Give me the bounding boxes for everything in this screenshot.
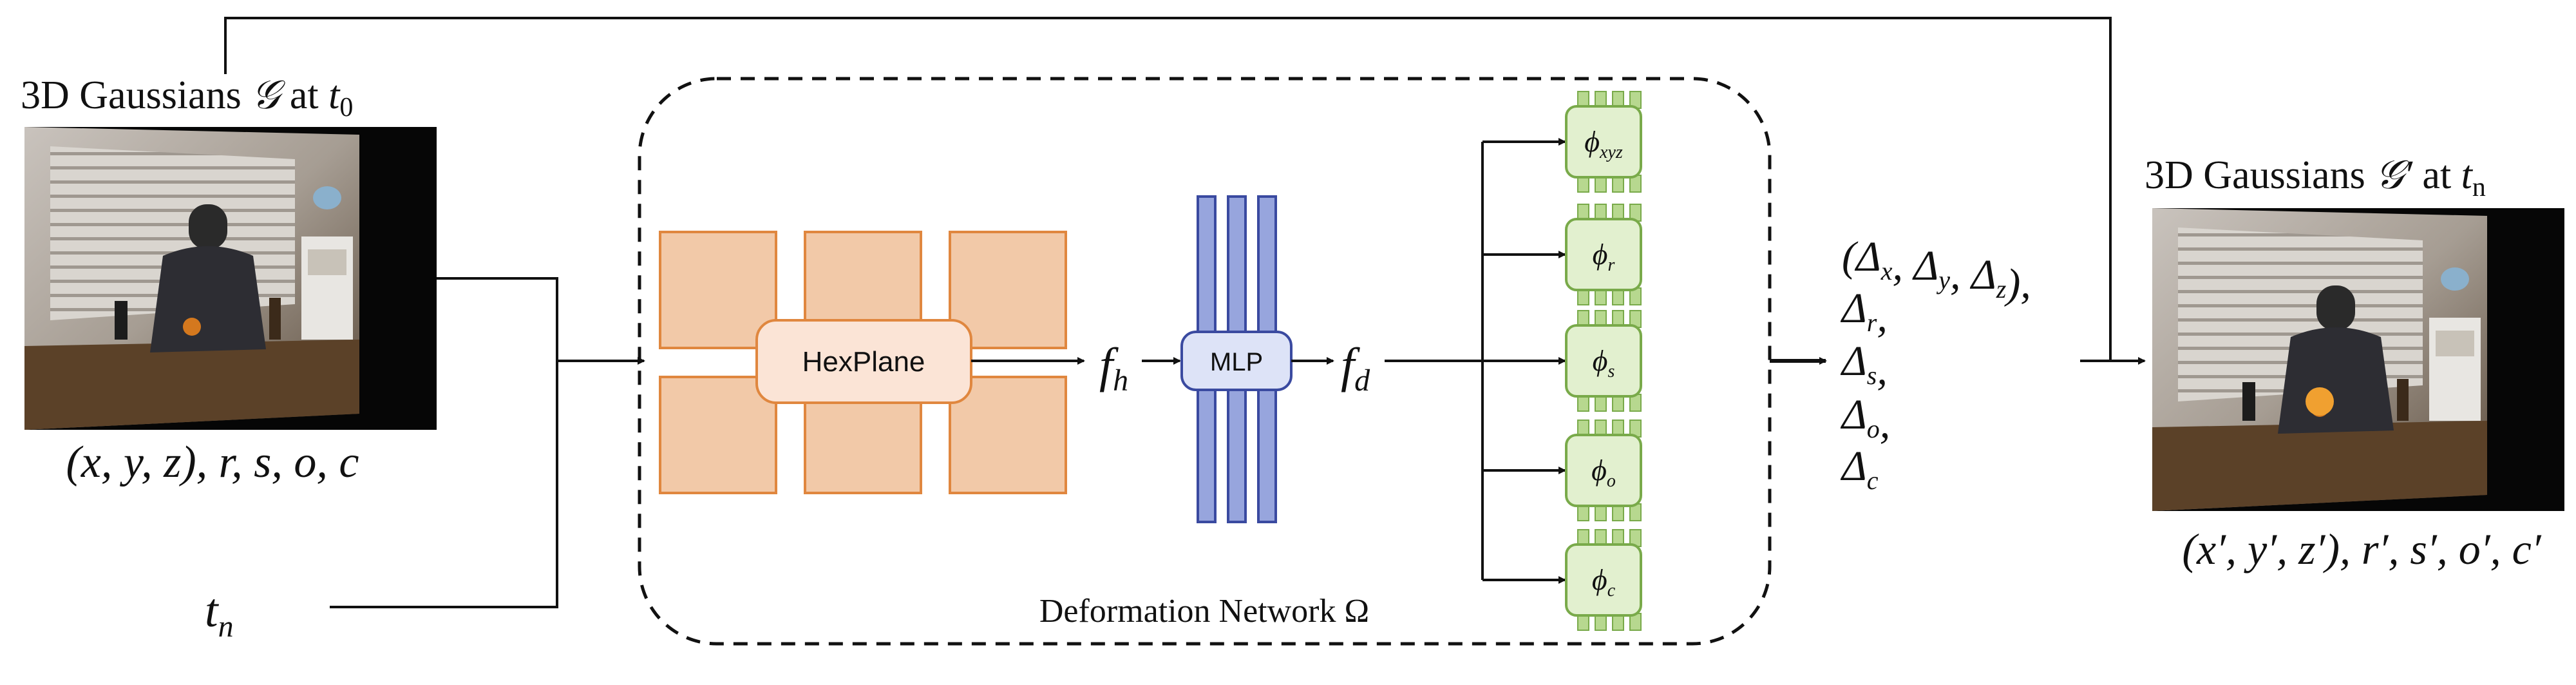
delta-item: (Δx, Δy, Δz), <box>1842 233 2031 307</box>
output-title-prefix: 3D Gaussians <box>2145 153 2365 197</box>
delta-list: (Δx, Δy, Δz),Δr,Δs,Δo,Δc <box>1840 233 2031 495</box>
delta-item: Δo, <box>1840 391 1890 447</box>
feature-h-sub: h <box>1113 363 1128 398</box>
time-connector-line <box>330 361 558 608</box>
time-query-sub: n <box>218 610 234 644</box>
hexplane-plane <box>659 376 777 494</box>
output-title-at: at <box>2422 153 2451 197</box>
delta-item: Δs, <box>1840 338 1888 394</box>
head-label: ϕc <box>1592 563 1616 601</box>
hexplane-plane <box>949 376 1067 494</box>
head-box <box>1565 218 1642 291</box>
input-scene-image <box>24 127 437 430</box>
head-label: ϕxyz <box>1584 125 1623 162</box>
hexplane-plane <box>659 231 777 349</box>
time-query-symbol: t <box>205 584 220 637</box>
input-gaussian-symbol: 𝒢 <box>251 73 285 117</box>
delta-item: Δc <box>1840 443 1879 495</box>
input-time-sub: 0 <box>339 93 353 122</box>
head-box <box>1565 543 1642 617</box>
head-box <box>1565 324 1642 398</box>
output-time: t <box>2461 153 2474 197</box>
hexplane-label: HexPlane <box>802 346 925 378</box>
head-box <box>1565 105 1642 178</box>
mlp-label: MLP <box>1210 348 1263 376</box>
output-head-xyz: ϕxyz <box>1482 91 1642 193</box>
head-group: ϕxyz ϕr ϕs ϕo ϕc <box>1482 91 1642 631</box>
input-attributes: (x, y, z), r, s, o, c <box>66 438 359 487</box>
time-query: tn <box>205 584 234 644</box>
output-scene-image <box>2152 208 2564 511</box>
delta-item: Δr, <box>1840 285 1888 341</box>
feature-d-sub: d <box>1354 363 1370 398</box>
output-head-s: ϕs <box>1482 310 1642 412</box>
skip-connection-line <box>224 17 2112 361</box>
output-gaussian-symbol: 𝒢′ <box>2375 153 2413 197</box>
input-connector-line <box>437 277 558 361</box>
input-time: t <box>328 73 341 117</box>
feature-d: fd <box>1341 338 1370 398</box>
input-title-prefix: 3D Gaussians <box>21 73 242 117</box>
output-head-c: ϕc <box>1482 529 1642 631</box>
feature-h: fh <box>1099 338 1128 398</box>
input-title: 3D Gaussians 𝒢 at t0 <box>21 73 353 122</box>
output-time-sub: n <box>2472 173 2486 202</box>
output-attributes: (x′, y′, z′), r′, s′, o′, c′ <box>2182 525 2541 574</box>
head-box <box>1565 434 1642 507</box>
output-head-o: ϕo <box>1482 420 1642 521</box>
output-title: 3D Gaussians 𝒢′ at tn <box>2145 153 2486 202</box>
network-caption: Deformation Network Ω <box>1039 593 1369 630</box>
head-label: ϕo <box>1591 454 1616 491</box>
input-title-at: at <box>290 73 319 117</box>
output-head-r: ϕr <box>1482 204 1642 305</box>
head-label: ϕr <box>1593 238 1615 275</box>
head-label: ϕs <box>1593 344 1615 381</box>
deformation-network-border <box>638 77 1772 646</box>
